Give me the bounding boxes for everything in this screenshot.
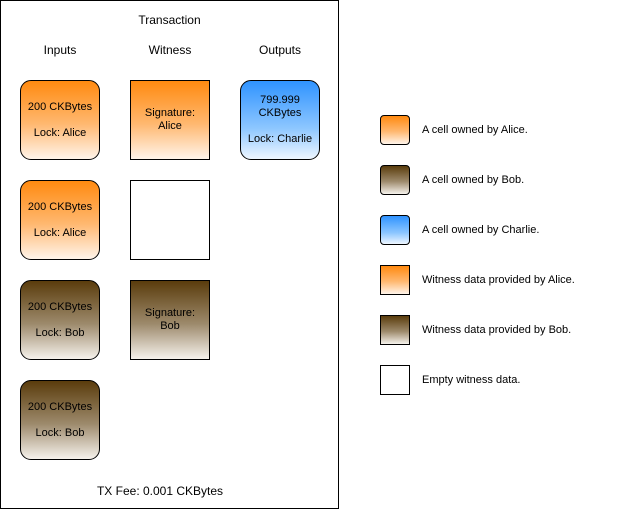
witness-line2: Bob [160, 320, 180, 332]
input-lock: Lock: Bob [35, 426, 85, 439]
legend-swatch-bob-witness [380, 315, 410, 345]
input-amount: 200 CKBytes [27, 300, 93, 313]
witness-column-label: Witness [148, 43, 192, 57]
legend-label-empty-witness: Empty witness data. [422, 374, 521, 386]
transaction-title: Transaction [138, 13, 201, 27]
legend-label-alice-cell: A cell owned by Alice. [422, 124, 528, 136]
witness-bob: Signature: Bob [130, 280, 210, 360]
witness-line2: Alice [158, 120, 182, 132]
witness-line1: Signature: [144, 307, 196, 319]
legend-swatch-charlie-cell [380, 215, 410, 245]
legend-swatch-empty-witness [380, 365, 410, 395]
output-lock: Lock: Charlie [247, 133, 313, 145]
transaction-fee: TX Fee: 0.001 CKBytes [96, 484, 224, 498]
output-amount-line2: CKBytes [258, 107, 302, 119]
input-amount: 200 CKBytes [27, 400, 93, 413]
input-cell-bob-1: 200 CKBytes Lock: Bob [20, 280, 100, 360]
input-amount: 200 CKBytes [27, 100, 93, 113]
legend-swatch-alice-witness [380, 265, 410, 295]
legend-label-charlie-cell: A cell owned by Charlie. [422, 224, 540, 236]
input-cell-alice-2: 200 CKBytes Lock: Alice [20, 180, 100, 260]
legend-label-alice-witness: Witness data provided by Alice. [422, 274, 575, 286]
legend-label-bob-cell: A cell owned by Bob. [422, 174, 525, 186]
transaction-frame [0, 0, 339, 509]
witness-line1: Signature: [144, 107, 196, 119]
legend-swatch-bob-cell [380, 165, 410, 195]
input-lock: Lock: Alice [33, 126, 87, 139]
input-lock: Lock: Bob [35, 326, 85, 339]
output-amount-line1: 799.999 [260, 94, 300, 106]
input-cell-bob-2: 200 CKBytes Lock: Bob [20, 380, 100, 460]
output-cell-charlie: 799.999 CKBytes Lock: Charlie [240, 80, 320, 160]
legend-label-bob-witness: Witness data provided by Bob. [422, 324, 572, 336]
witness-empty [130, 180, 210, 260]
outputs-column-label: Outputs [258, 43, 302, 57]
input-amount: 200 CKBytes [27, 200, 93, 213]
legend-swatch-alice-cell [380, 115, 410, 145]
input-lock: Lock: Alice [33, 226, 87, 239]
witness-alice: Signature: Alice [130, 80, 210, 160]
inputs-column-label: Inputs [43, 43, 77, 57]
input-cell-alice-1: 200 CKBytes Lock: Alice [20, 80, 100, 160]
